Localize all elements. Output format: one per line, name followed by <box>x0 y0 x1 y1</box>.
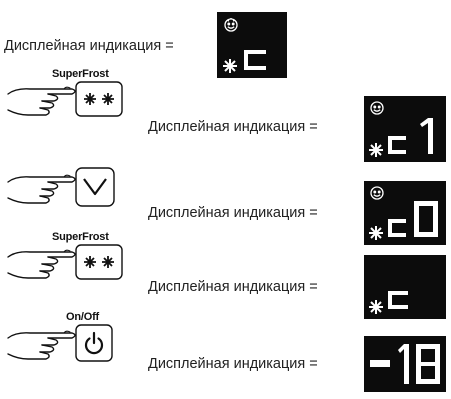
snowflakes-icon <box>84 256 114 268</box>
smiley-icon <box>370 101 384 115</box>
display-panel <box>364 255 446 319</box>
hand-icon <box>7 249 76 279</box>
segment-8-glyph <box>416 344 440 384</box>
smiley-icon <box>370 186 384 200</box>
display-label: Дисплейная индикация = <box>148 205 318 221</box>
onoff-caption: On/Off <box>66 311 100 323</box>
snowflake-icon <box>369 300 383 314</box>
segment-c-glyph <box>388 136 406 154</box>
segment-minus-glyph <box>370 360 390 367</box>
smiley-icon <box>224 18 238 32</box>
hand-icon <box>7 86 76 116</box>
display-panel <box>364 96 446 162</box>
display-panel <box>217 12 287 78</box>
snowflake-icon <box>369 226 383 240</box>
segment-c-glyph <box>244 50 266 70</box>
snowflake-icon <box>223 59 237 73</box>
hand-icon <box>7 330 76 360</box>
segment-1-glyph <box>398 344 409 384</box>
hand-icon <box>7 174 76 204</box>
down-button[interactable] <box>6 166 124 208</box>
display-panel <box>364 181 446 245</box>
display-label: Дисплейная индикация = <box>4 38 174 54</box>
superfrost-button[interactable] <box>6 241 124 281</box>
snowflake-icon <box>369 143 383 157</box>
display-label: Дисплейная индикация = <box>148 356 318 372</box>
segment-0-glyph <box>414 201 438 237</box>
button-frame <box>75 81 123 117</box>
button-frame <box>75 167 115 207</box>
display-label: Дисплейная индикация = <box>148 119 318 135</box>
button-frame <box>75 244 123 280</box>
display-panel <box>364 336 446 392</box>
display-label: Дисплейная индикация = <box>148 279 318 295</box>
segment-c-glyph <box>388 219 406 237</box>
segment-c-glyph <box>388 291 408 309</box>
snowflakes-icon <box>84 93 114 105</box>
superfrost-caption: SuperFrost <box>52 68 109 80</box>
superfrost-caption: SuperFrost <box>52 231 109 243</box>
segment-1-glyph <box>420 118 433 154</box>
superfrost-button[interactable] <box>6 78 124 118</box>
chevron-down-icon <box>83 178 107 196</box>
onoff-button[interactable] <box>6 322 118 364</box>
power-icon <box>84 331 104 355</box>
